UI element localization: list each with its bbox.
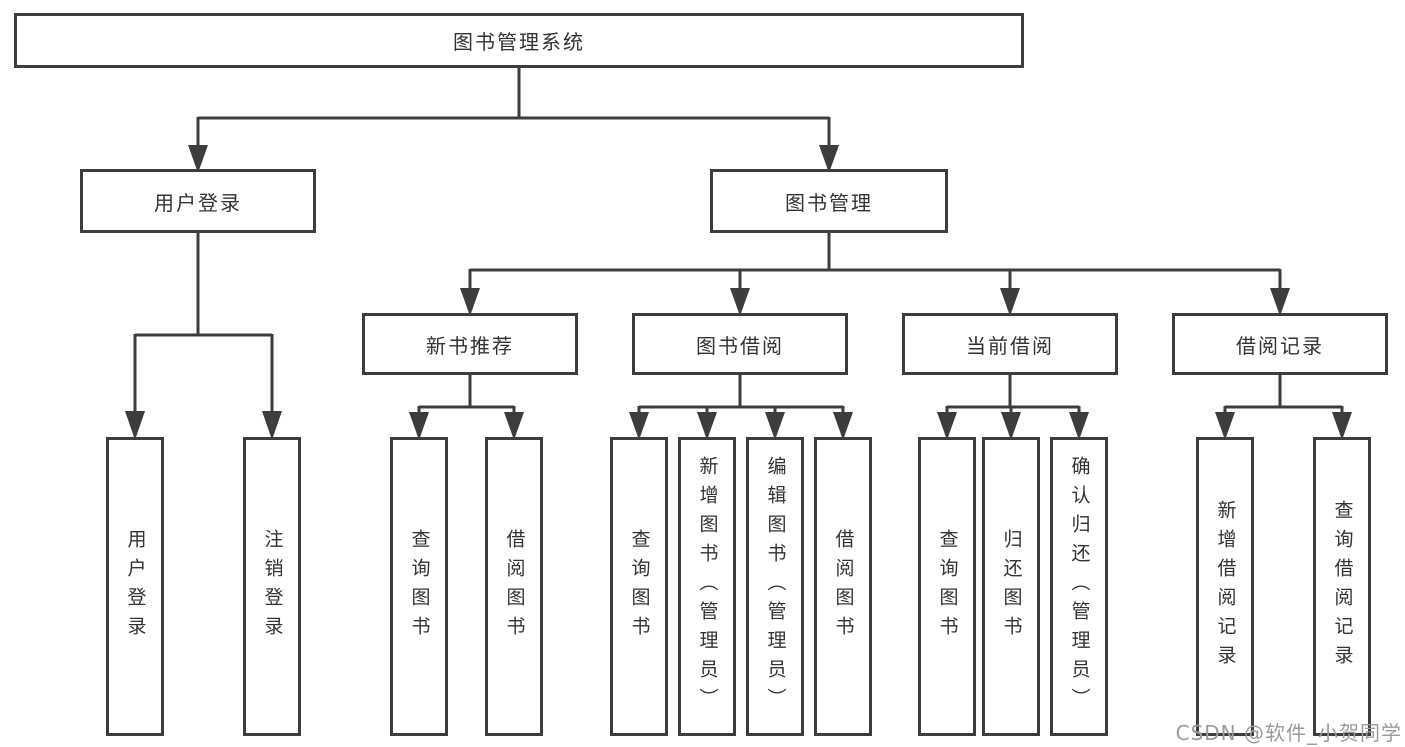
leaf-borrow-query-books: 查询图书 [610, 437, 668, 736]
leaf-borrow-add-books-admin: 新增图书（管理员） [678, 437, 736, 736]
node-label: 借阅图书 [832, 528, 855, 645]
leaf-records-add-record: 新增借阅记录 [1196, 437, 1254, 736]
node-label: 新增借阅记录 [1214, 499, 1237, 674]
node-new-book-recommend: 新书推荐 [362, 313, 578, 375]
node-label: 用户登录 [154, 190, 242, 215]
node-book-manage: 图书管理 [710, 169, 948, 233]
leaf-recommend-borrow-books: 借阅图书 [485, 437, 543, 736]
node-current-borrow: 当前借阅 [902, 313, 1118, 375]
node-label: 新书推荐 [426, 333, 514, 358]
node-label: 借阅记录 [1236, 333, 1324, 358]
node-label: 用户登录 [124, 528, 147, 645]
node-label: 归还图书 [1000, 528, 1023, 645]
leaf-current-confirm-return-admin: 确认归还（管理员） [1050, 437, 1108, 736]
leaf-recommend-query-books: 查询图书 [390, 437, 448, 736]
node-root-library-system: 图书管理系统 [14, 13, 1024, 68]
node-label: 查询图书 [936, 528, 959, 645]
node-label: 图书借阅 [696, 333, 784, 358]
leaf-current-query-books: 查询图书 [918, 437, 976, 736]
node-label: 新增图书（管理员） [696, 456, 719, 717]
node-label: 当前借阅 [966, 333, 1054, 358]
node-label: 借阅图书 [503, 528, 526, 645]
node-label: 注销登录 [261, 528, 284, 645]
leaf-user-login: 用户登录 [106, 437, 164, 736]
node-borrow-records: 借阅记录 [1172, 313, 1388, 375]
node-label: 确认归还（管理员） [1068, 456, 1091, 717]
node-label: 图书管理系统 [453, 30, 585, 54]
node-label: 查询借阅记录 [1331, 499, 1354, 674]
node-user-login: 用户登录 [80, 169, 316, 233]
leaf-logout: 注销登录 [243, 437, 301, 736]
node-label: 查询图书 [408, 528, 431, 645]
node-label: 编辑图书（管理员） [764, 456, 787, 717]
node-book-borrow: 图书借阅 [632, 313, 848, 375]
csdn-watermark: CSDN @软件_小贺同学 [1175, 721, 1402, 745]
leaf-borrow-edit-books-admin: 编辑图书（管理员） [746, 437, 804, 736]
node-label: 图书管理 [785, 190, 873, 215]
leaf-borrow-borrow-books: 借阅图书 [814, 437, 872, 736]
node-label: 查询图书 [628, 528, 651, 645]
leaf-current-return-books: 归还图书 [982, 437, 1040, 736]
leaf-records-query-record: 查询借阅记录 [1313, 437, 1371, 736]
